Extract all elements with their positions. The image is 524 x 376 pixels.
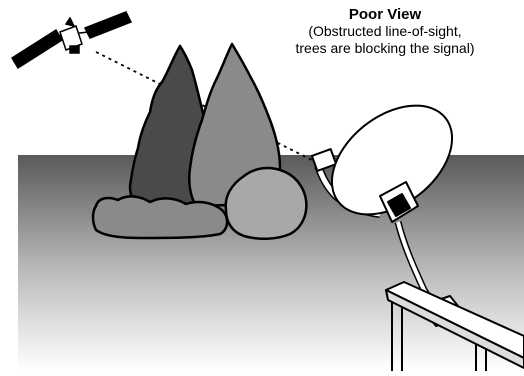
trees-illustration	[93, 44, 306, 239]
satellite-icon	[12, 12, 131, 68]
caption-title: Poor View	[250, 6, 520, 23]
diagram-caption: Poor View (Obstructed line-of-sight, tre…	[250, 6, 520, 57]
caption-line-2: trees are blocking the signal)	[250, 40, 520, 57]
caption-line-1: (Obstructed line-of-sight,	[250, 23, 520, 40]
